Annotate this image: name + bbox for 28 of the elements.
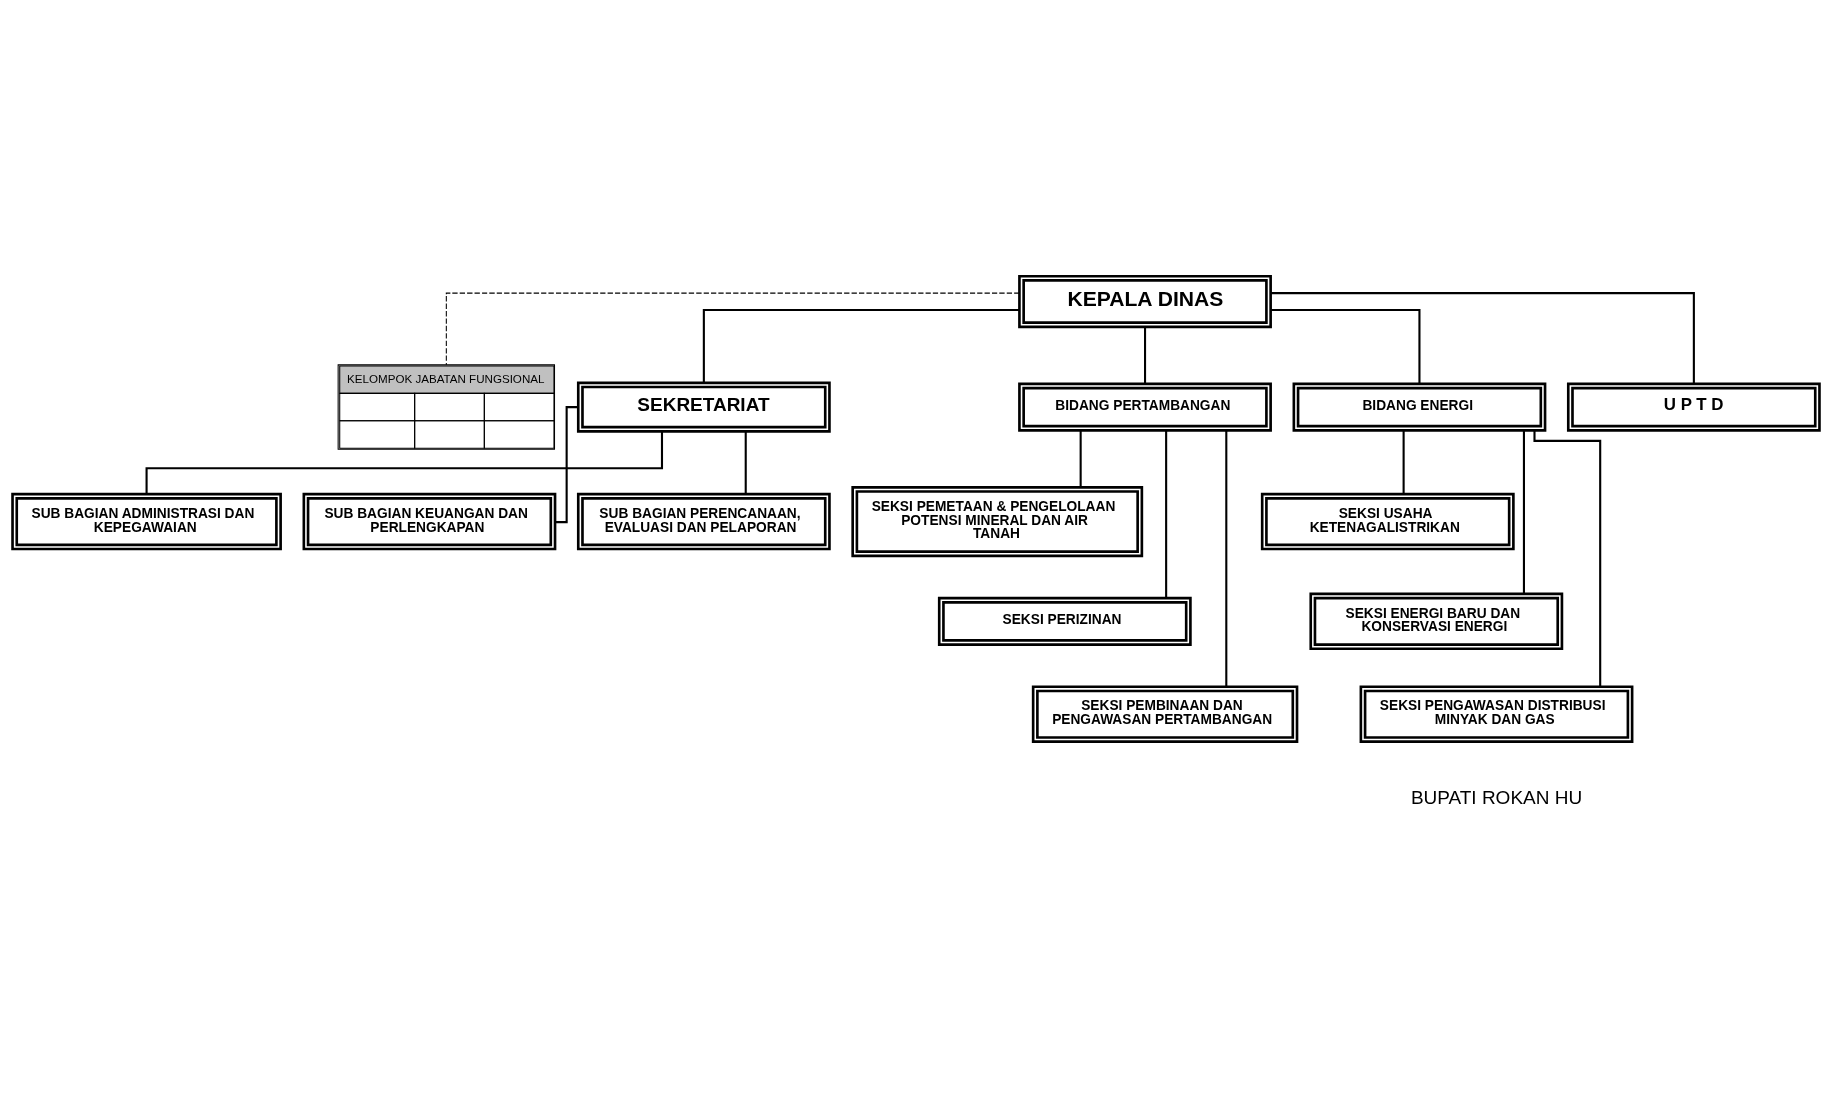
connector [1165, 429, 1168, 598]
connector [1271, 308, 1421, 384]
node-box: SEKSI ENERGI BARU DAN KONSERVASI ENERGI [1309, 592, 1564, 650]
node-box: KEPALA DINAS [1018, 274, 1272, 328]
connector [1522, 429, 1525, 594]
label: BUPATI ROKAN HU [1410, 786, 1583, 808]
connector [702, 308, 1020, 383]
node-box: SEKSI PERIZINAN [937, 596, 1192, 646]
node-box: U P T D [1566, 382, 1821, 432]
connector [744, 430, 747, 494]
node-box: BIDANG PERTAMBANGAN [1018, 382, 1272, 432]
connector [1225, 430, 1228, 687]
connector [1402, 430, 1405, 494]
connector [1079, 430, 1082, 487]
node-box: SEKSI PEMBINAAN DAN PENGAWASAN PERTAMBANGAN [1031, 684, 1299, 743]
connector [445, 292, 1020, 365]
node-box: SEKSI USAHA KETENAGALISTRIKAN [1260, 492, 1515, 550]
node-box: SUB BAGIAN ADMINISTRASI DAN KEPEGAWAIAN [11, 492, 282, 550]
node-box: SEKSI PEMETAAN & PENGELOLAAN POTENSI MINERAL DAN AIR TANAH [851, 485, 1144, 557]
node-box: BIDANG ENERGI [1292, 382, 1547, 432]
connector [1270, 291, 1695, 384]
node-box: SUB BAGIAN KEUANGAN DAN PERLENGKAPAN [302, 492, 557, 550]
node-box: SEKRETARIAT [576, 381, 831, 433]
connector [1533, 430, 1602, 686]
connector [1143, 326, 1147, 384]
node-box: SUB BAGIAN PERENCANAAN, EVALUASI DAN PELAPORAN [576, 492, 831, 550]
node-box: SEKSI PENGAWASAN DISTRIBUSI MINYAK DAN GAS [1359, 684, 1634, 743]
connector [555, 405, 578, 523]
